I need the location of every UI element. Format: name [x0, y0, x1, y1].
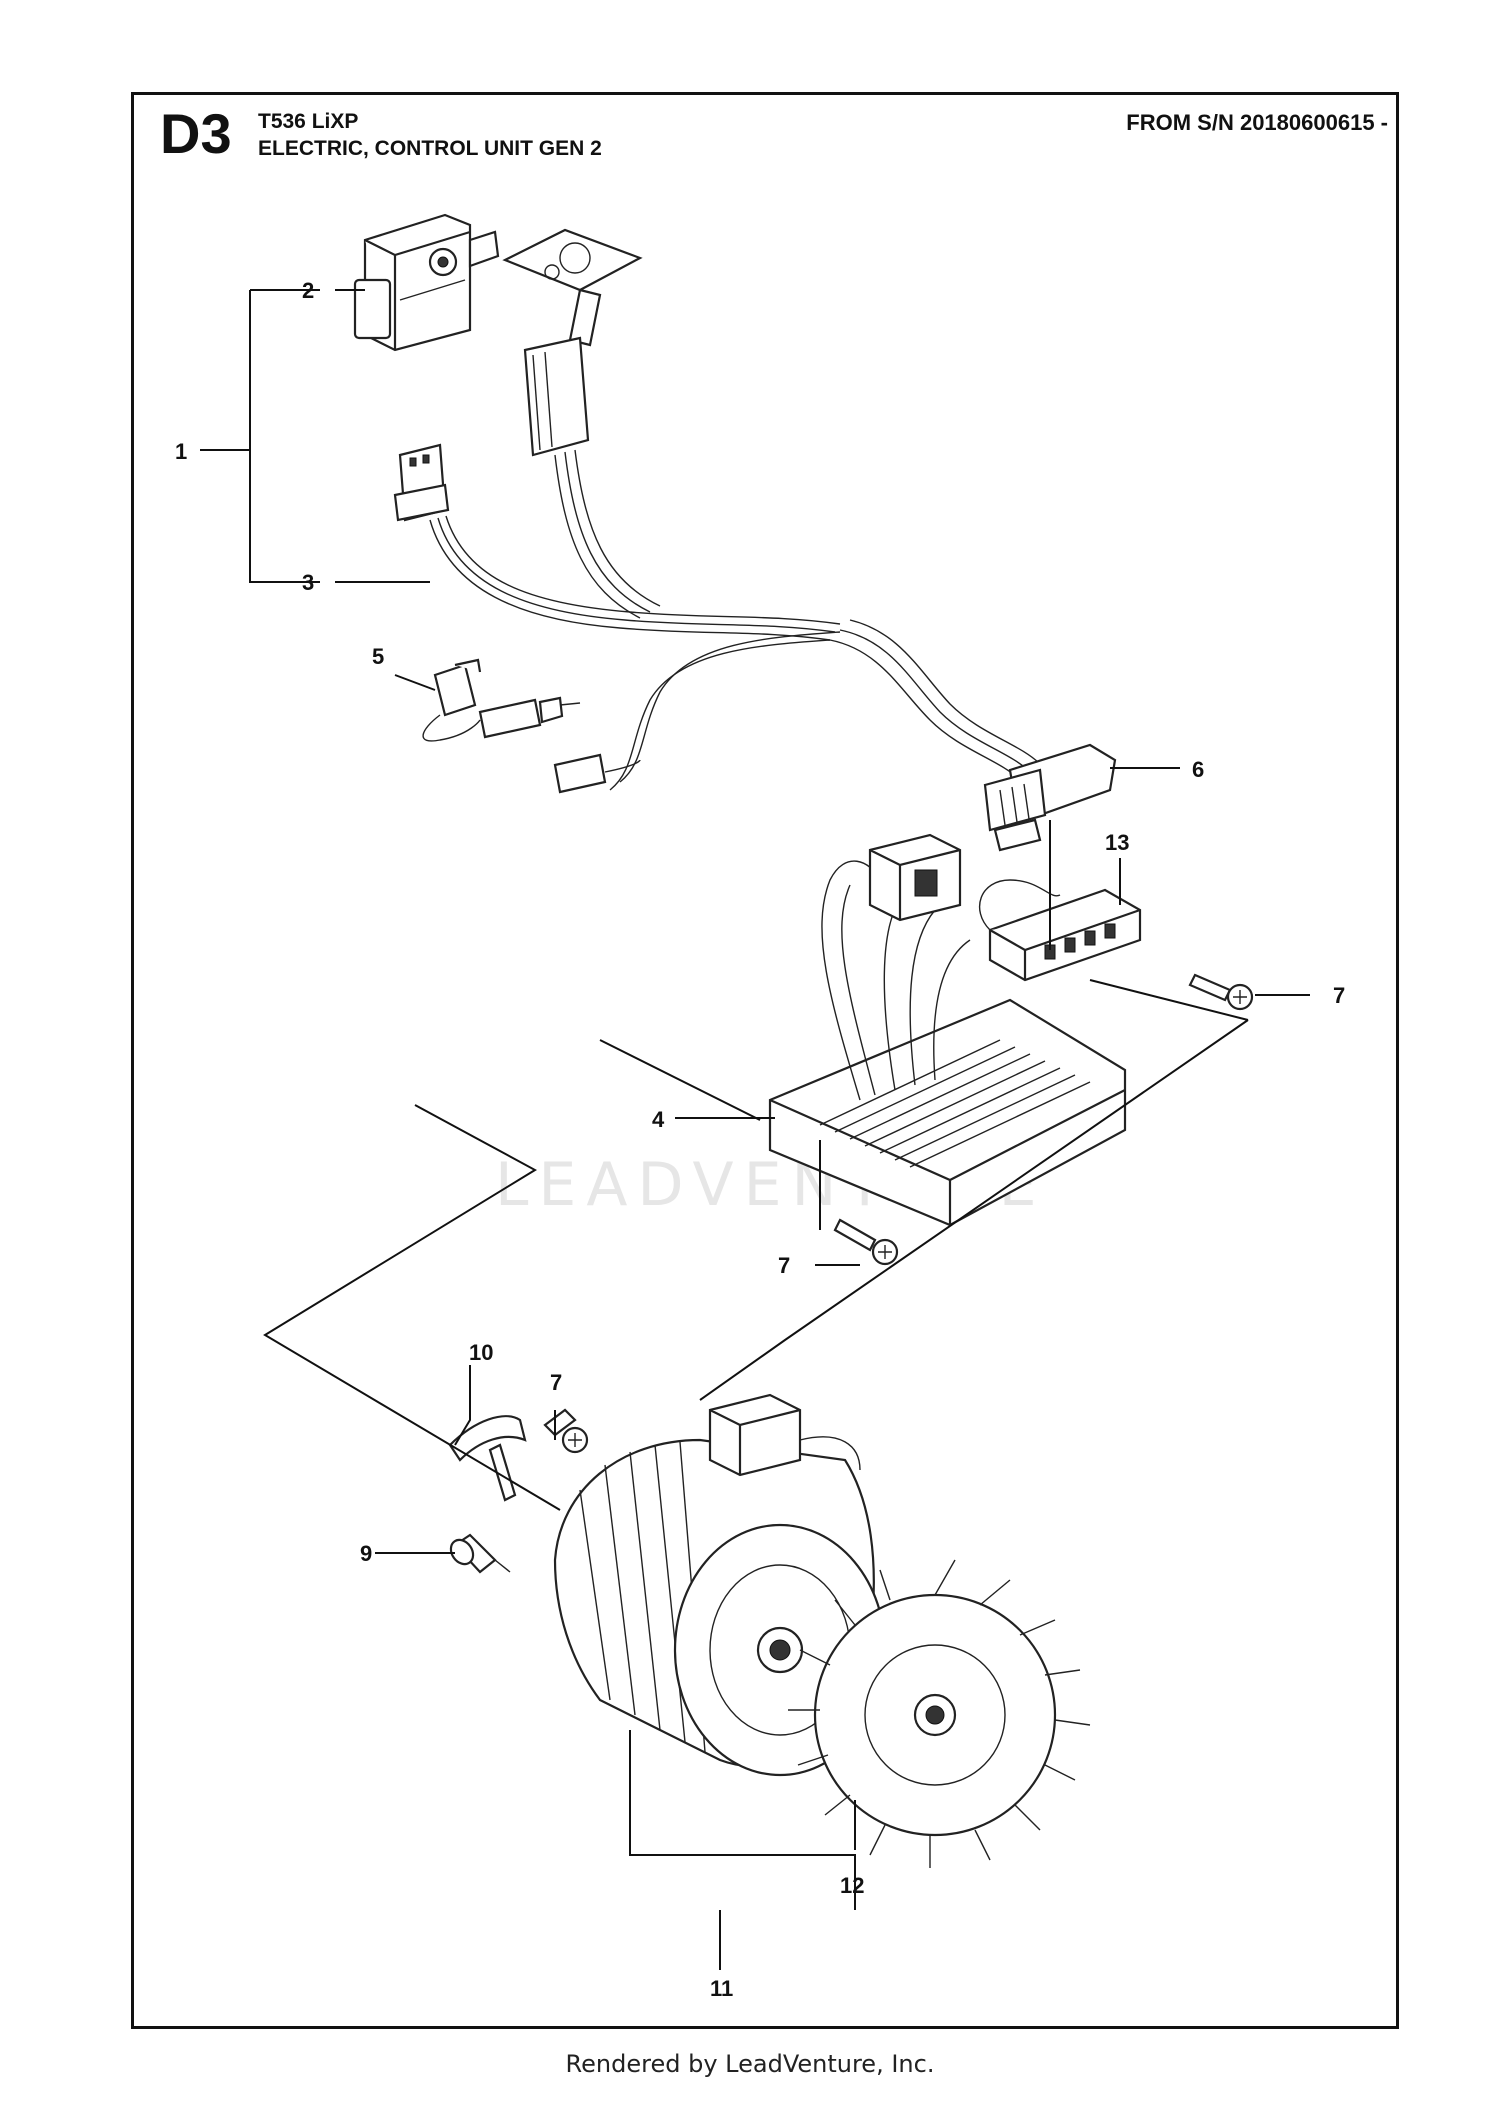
callout-12: 12: [840, 1873, 864, 1898]
callout-13: 13: [1105, 830, 1129, 855]
callout-11: 11: [710, 1976, 733, 2001]
part-7-screw-a[interactable]: [1188, 973, 1254, 1011]
part-13-terminal-block[interactable]: [979, 879, 1142, 982]
part-7-screw-b[interactable]: [833, 1218, 899, 1266]
part-10-clamp[interactable]: [448, 1415, 527, 1502]
part-12-fan[interactable]: [788, 1559, 1091, 1868]
part-3-harness[interactable]: [393, 228, 1041, 791]
callout-3: 3: [302, 570, 314, 595]
callout-7-b: 7: [778, 1253, 790, 1278]
model-name: T536 LiXP: [258, 110, 359, 133]
part-4-control-unit[interactable]: [768, 833, 1127, 1227]
callout-7-a: 7: [1333, 983, 1345, 1008]
callout-10: 10: [469, 1340, 493, 1365]
callout-1: 1: [175, 439, 187, 464]
part-7-screw-c[interactable]: [543, 1408, 589, 1454]
assembly-lines: [263, 820, 1249, 1511]
part-9-bolt[interactable]: [446, 1533, 511, 1574]
callout-labels: 1 2 3 4 5 6 7 7 7 9 10 11 12 13: [175, 278, 1345, 2001]
part-5-connector[interactable]: [422, 658, 641, 794]
callout-7-c: 7: [550, 1370, 562, 1395]
diagram-title: ELECTRIC, CONTROL UNIT GEN 2: [258, 137, 602, 160]
diagram-frame: [131, 92, 1399, 2029]
callout-5: 5: [372, 644, 384, 669]
callout-2: 2: [302, 278, 314, 303]
section-code: D3: [160, 102, 232, 165]
callout-leaders: [200, 289, 1310, 1970]
footer-credit: Rendered by LeadVenture, Inc.: [565, 2050, 935, 2078]
serial-range: FROM S/N 20180600615 -: [1126, 110, 1388, 135]
part-2-switch[interactable]: [353, 213, 500, 352]
callout-6: 6: [1192, 757, 1204, 782]
part-6-connector[interactable]: [983, 743, 1117, 852]
callout-4: 4: [652, 1107, 665, 1132]
callout-9: 9: [360, 1541, 372, 1566]
